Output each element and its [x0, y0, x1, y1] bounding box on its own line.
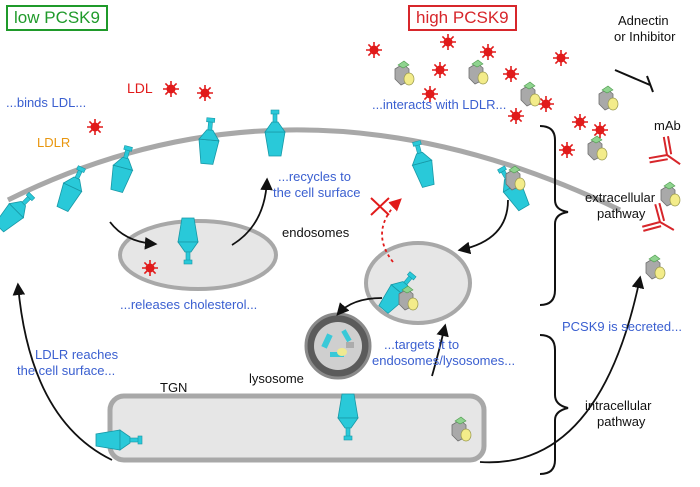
extracellular-brace [539, 125, 569, 306]
intracellular-brace [539, 334, 569, 475]
pcsk9-protein-icon [645, 254, 666, 280]
ldl-particle-icon [571, 113, 589, 131]
arrow-to-surface [12, 282, 113, 461]
pcsk9-protein-icon [587, 135, 608, 161]
label-or-inhibitor: or Inhibitor [614, 29, 676, 44]
ldl-particle-icon [537, 95, 555, 113]
label-ldlr: LDLR [37, 135, 71, 150]
blocked-cross-icon [370, 197, 390, 216]
endosome-right [364, 241, 472, 325]
tgn-compartment [107, 393, 487, 463]
ldlr-receptor-icon [264, 109, 286, 157]
ldl-particle-icon [162, 80, 180, 98]
label-ldlr-reaches-1: LDLR reaches [35, 347, 119, 362]
ldl-particle-icon [431, 61, 449, 79]
arrow-internalize [109, 221, 158, 250]
inhibitor-tbar-icon [614, 69, 654, 93]
label-recycles-1: ...recycles to [278, 169, 351, 184]
title-high-pcsk9: high PCSK9 [408, 5, 517, 31]
plasma-membrane [6, 127, 622, 213]
ldl-particle-icon [86, 118, 104, 136]
label-targets-2: endosomes/lysosomes... [372, 353, 516, 368]
endosome-left [118, 219, 278, 291]
antibody-icon [646, 133, 691, 179]
label-binds-ldl: ...binds LDL... [6, 95, 87, 110]
ldl-particle-icon [196, 84, 214, 102]
ldl-particle-icon [502, 65, 520, 83]
antibody-icon [639, 200, 683, 245]
arrow-high-internalize [457, 199, 509, 255]
label-recycles-2: the cell surface [273, 185, 361, 200]
label-extracellular: extracellular [585, 190, 656, 205]
label-lysosome: lysosome [249, 371, 304, 386]
label-extracellular-pathway: pathway [597, 206, 646, 221]
label-ldl: LDL [127, 80, 153, 96]
label-targets-1: ...targets it to [384, 337, 460, 352]
arrow-to-lysosome [336, 297, 383, 316]
ldl-particle-icon [591, 121, 609, 139]
arrow-blocked-recycle [381, 198, 402, 263]
title-low-pcsk9: low PCSK9 [6, 5, 108, 31]
ldlr-receptor-icon [196, 116, 222, 166]
ldl-particle-icon [479, 43, 497, 61]
pcsk9-protein-icon [660, 181, 681, 207]
label-ldlr-reaches-2: the cell surface... [17, 363, 116, 378]
degraded-fragments [321, 329, 354, 357]
label-intracellular: intracellular [585, 398, 652, 413]
label-pcsk9-secreted: PCSK9 is secreted... [562, 319, 682, 334]
label-releases-cholesterol: ...releases cholesterol... [120, 297, 258, 312]
label-interacts-ldlr: ...interacts with LDLR... [372, 97, 507, 112]
arrow-secreted [479, 275, 645, 464]
label-intracellular-pathway: pathway [597, 414, 646, 429]
arrow-recycle [231, 177, 273, 246]
pcsk9-protein-icon [468, 59, 489, 85]
arrow-tgn-to-endosome [431, 323, 449, 377]
ldl-particle-icon [365, 41, 383, 59]
label-tgn: TGN [160, 380, 188, 395]
ldl-particle-icon [558, 141, 576, 159]
pcsk9-protein-icon [520, 81, 541, 107]
pcsk9-protein-icon [598, 85, 619, 111]
pcsk9-protein-icon [394, 60, 415, 86]
label-adnectin: Adnectin [618, 13, 669, 28]
ldl-particle-icon [439, 33, 457, 51]
ldl-particle-icon [552, 49, 570, 67]
ldl-particle-icon [507, 107, 525, 125]
label-mab: mAb [654, 118, 681, 133]
label-endosomes: endosomes [282, 225, 350, 240]
